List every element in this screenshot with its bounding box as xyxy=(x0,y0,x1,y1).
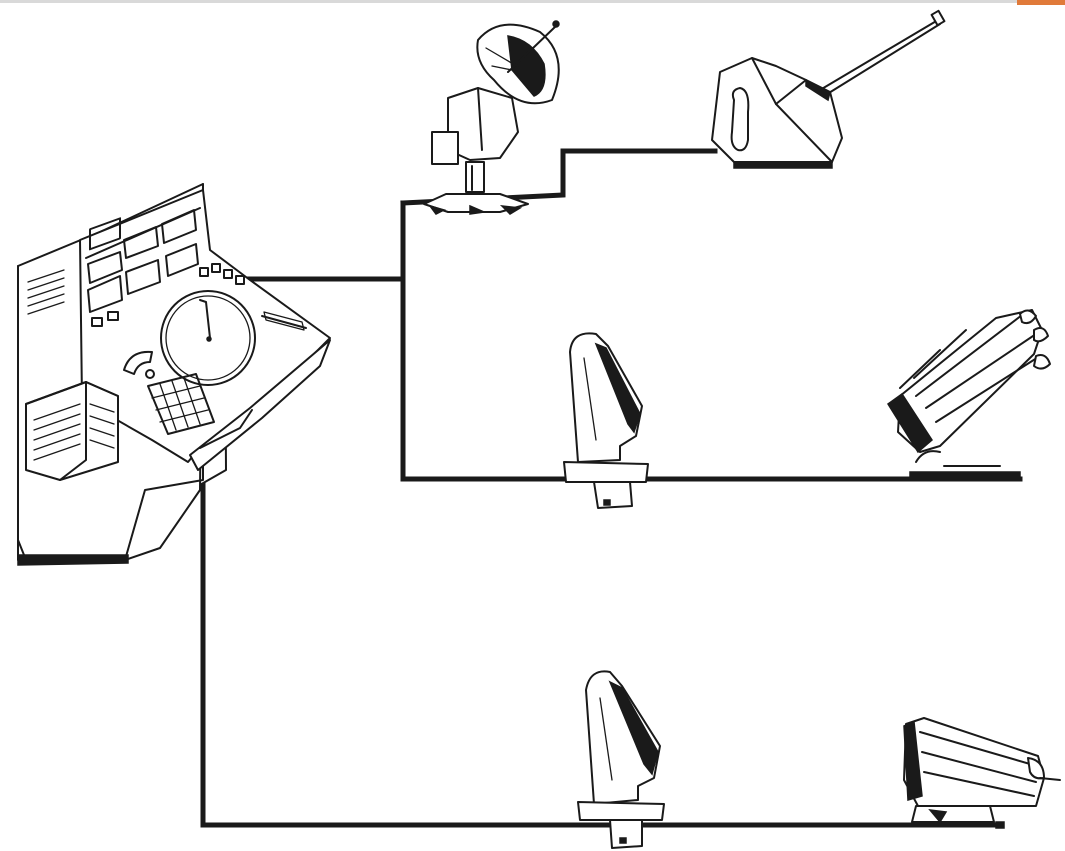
missile-launcher-icon xyxy=(888,310,1050,480)
control-console-icon xyxy=(18,184,330,565)
missile-launcher-icon xyxy=(904,718,1060,828)
radar-dish-icon xyxy=(424,21,559,214)
missile-director-icon xyxy=(578,671,664,848)
missile-director-icon xyxy=(564,333,648,508)
naval-gun-turret-icon xyxy=(712,11,944,168)
